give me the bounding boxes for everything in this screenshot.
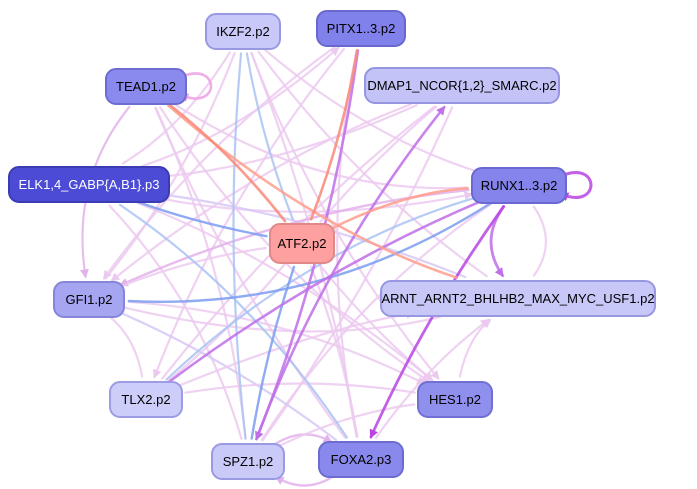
edge-atf2-gfi1	[120, 246, 267, 288]
edge-ikzf2-atf2	[245, 52, 294, 221]
edge-ikzf2-hes1	[250, 51, 440, 380]
node-foxa2[interactable]: FOXA2.p3	[318, 440, 404, 478]
edge-arnt-runx1	[532, 205, 547, 277]
edge-runx1-foxa2	[369, 205, 505, 439]
edge-ikzf2-gfi1	[104, 51, 236, 280]
node-tlx2[interactable]: TLX2.p2	[109, 380, 183, 418]
edge-elk1-hes1	[135, 201, 434, 382]
edge-tead1-foxa2	[154, 106, 347, 439]
edge-ikzf2-spz1	[232, 52, 247, 440]
edge-gfi1-runx1	[127, 202, 492, 303]
node-tead1[interactable]: TEAD1.p2	[105, 67, 187, 105]
edge-gfi1-arnt	[124, 306, 442, 333]
edge-tead1-runx1	[172, 102, 469, 190]
edge-pitx1-atf2	[309, 49, 359, 221]
edge-atf2-foxa2	[310, 265, 359, 438]
edge-atf2-tead1	[168, 103, 287, 223]
edge-gfi1-tlx2	[109, 316, 144, 378]
node-spz1[interactable]: SPZ1.p2	[211, 442, 285, 480]
edge-elk1-foxa2	[118, 203, 348, 439]
node-ikzf2[interactable]: IKZF2.p2	[205, 12, 281, 50]
edge-runx1-tlx2	[169, 199, 484, 383]
edge-foxa2-spz1	[274, 475, 334, 487]
edge-runx1-spz1	[260, 202, 493, 441]
edge-pitx1-tlx2	[152, 48, 345, 379]
node-arnt[interactable]: ARNT_ARNT2_BHLHB2_MAX_MYC_USF1.p2	[380, 279, 656, 317]
edge-elk1-spz1	[108, 204, 243, 440]
edge-ikzf2-runx1	[264, 49, 479, 173]
edge-atf2-runx1	[330, 187, 469, 230]
edge-gfi1-hes1	[127, 300, 426, 385]
node-gfi1[interactable]: GFI1.p2	[53, 280, 125, 318]
edge-foxa2-arnt	[374, 318, 490, 439]
edge-tead1-tead1	[179, 72, 213, 102]
edge-gfi1-foxa2	[119, 311, 338, 441]
node-dmap1[interactable]: DMAP1_NCOR{1,2}_SMARC.p2	[364, 66, 560, 104]
edge-elk1-pitx1	[140, 46, 340, 168]
edge-runx1-runx1	[559, 171, 593, 201]
node-hes1[interactable]: HES1.p2	[417, 380, 493, 418]
node-atf2[interactable]: ATF2.p2	[269, 222, 335, 264]
edge-dmap1-atf2	[319, 105, 438, 223]
edge-atf2-spz1	[250, 265, 296, 440]
edge-spz1-dmap1	[255, 105, 446, 441]
edge-pitx1-gfi1	[103, 45, 336, 280]
edge-tlx2-arnt	[177, 309, 416, 387]
edge-hes1-arnt	[458, 318, 492, 378]
node-runx1[interactable]: RUNX1..3.p2	[471, 166, 567, 204]
edge-elk1-atf2	[137, 201, 268, 238]
node-elk1[interactable]: ELK1,4_GABP{A,B1}.p3	[8, 165, 170, 203]
edge-atf2-hes1	[318, 263, 434, 382]
node-pitx1[interactable]: PITX1..3.p2	[316, 9, 406, 47]
edge-tlx2-hes1	[184, 382, 416, 394]
